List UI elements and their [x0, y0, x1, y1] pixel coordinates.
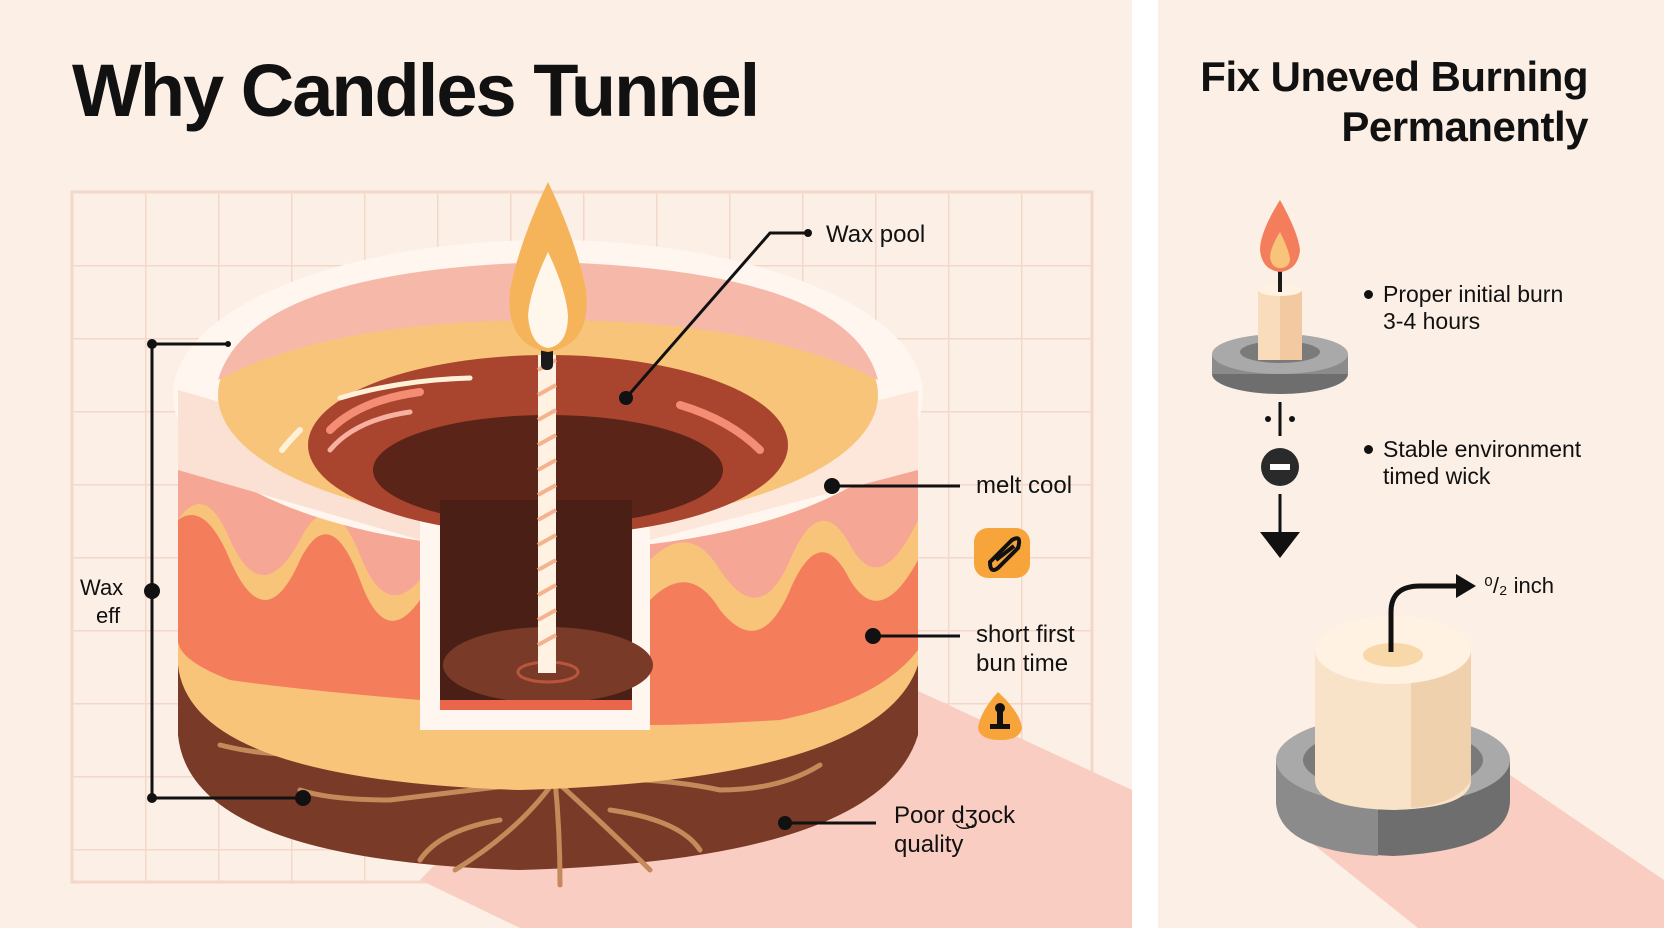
bullet-line1: Stable environment — [1383, 436, 1582, 462]
bullet-proper-initial-burn: Proper initial burn 3-4 hours — [1364, 281, 1563, 335]
link-icon — [974, 528, 1030, 578]
warning-icon — [978, 692, 1022, 740]
label-poor-wick-line1: Poor d͜ʒock — [894, 802, 1016, 829]
tunnel-candle-diagram — [70, 182, 1132, 928]
label-wax-eff-line1: Wax — [80, 575, 124, 600]
label-poor-wick-line2: quality — [894, 831, 964, 858]
label-melt-cool: melt cool — [976, 472, 1073, 499]
right-title-line1: Fix Uneved Burning — [1200, 53, 1588, 100]
leader-lines — [150, 231, 960, 825]
measure-label: ⁰/₂ inch — [1484, 573, 1554, 598]
panel-divider — [1132, 0, 1158, 928]
bullet-stable-environment: Stable environment timed wick — [1364, 436, 1581, 490]
label-short-first-burn-line2: bun time — [976, 650, 1069, 677]
bullet-line1: Proper initial burn — [1383, 281, 1564, 307]
bullet-line2: timed wick — [1383, 463, 1491, 489]
step-connector — [1260, 402, 1300, 558]
fix-steps-diagram — [1212, 200, 1664, 928]
small-candle-icon — [1212, 200, 1348, 394]
label-wax-eff-line2: eff — [96, 603, 121, 628]
label-short-first-burn-line1: short first — [976, 621, 1075, 648]
right-title: Fix Uneved Burning Permanently — [1158, 52, 1588, 152]
bullet-dot — [1364, 445, 1373, 454]
bullet-line2: 3-4 hours — [1383, 308, 1481, 334]
bullet-dot — [1364, 290, 1373, 299]
left-panel: Why Candles Tunnel Wax pool melt cool sh… — [0, 0, 1132, 928]
right-panel: Fix Uneved Burning Permanently Proper in… — [1158, 0, 1664, 928]
right-title-line2: Permanently — [1341, 103, 1588, 150]
page-title: Why Candles Tunnel — [72, 49, 760, 132]
label-wax-pool: Wax pool — [826, 221, 926, 248]
large-candle-icon — [1276, 574, 1510, 856]
